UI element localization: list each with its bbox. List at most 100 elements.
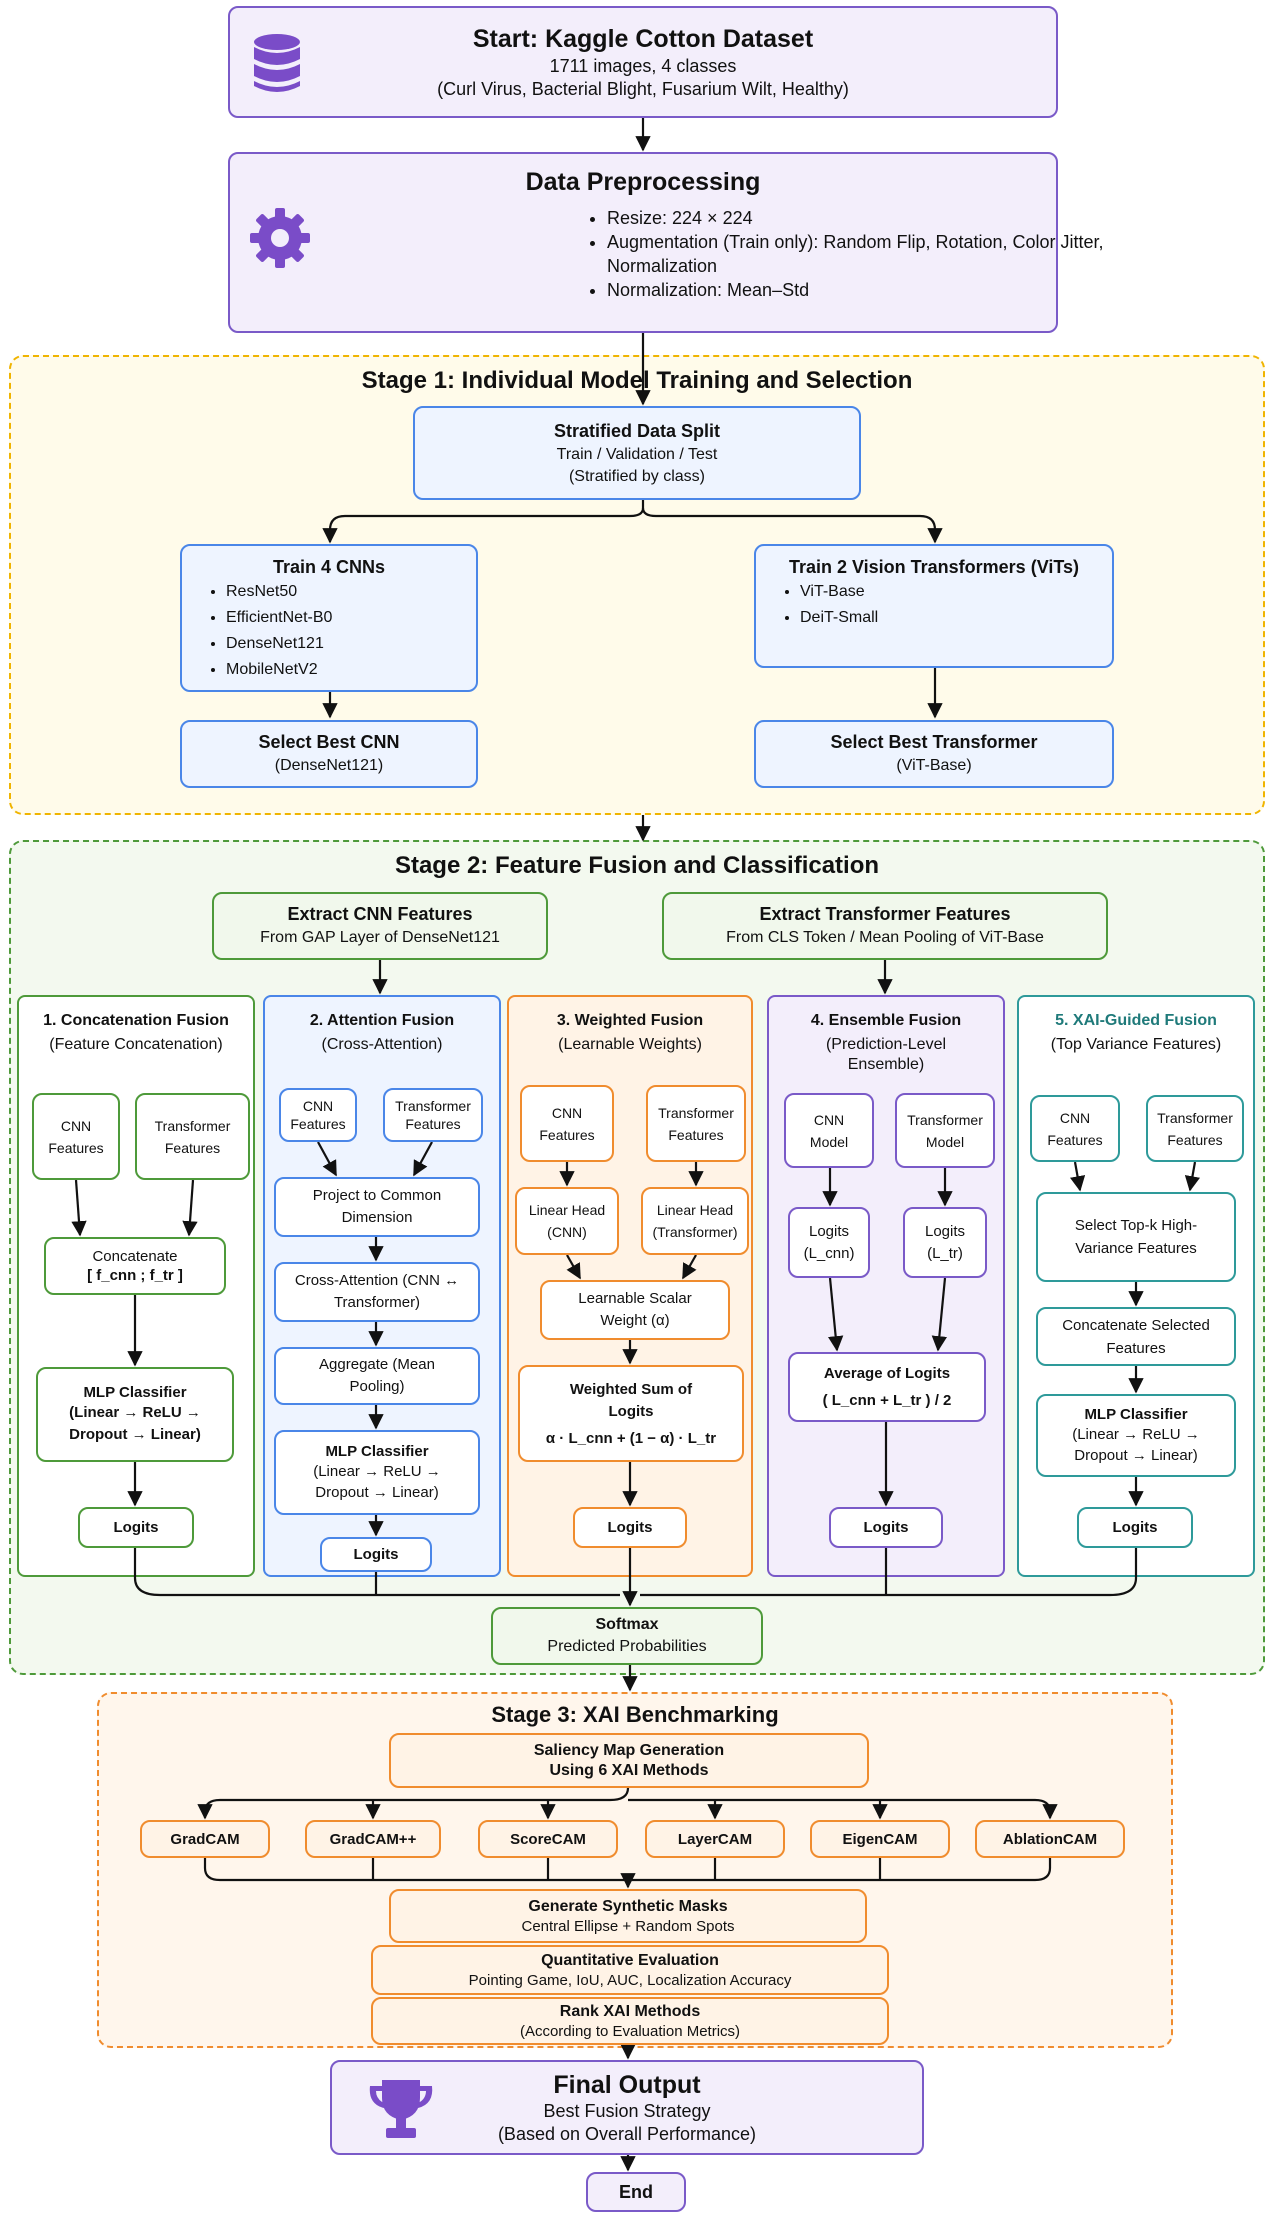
final-line1: Best Fusion Strategy	[543, 2100, 711, 2121]
method-ablationcam: AblationCAM	[975, 1820, 1125, 1858]
stage2-title: Stage 2: Feature Fusion and Classificati…	[394, 852, 880, 879]
end-label: End	[619, 2181, 653, 2202]
attn-mlp-box: MLP Classifier (Linear → ReLU → Dropout …	[274, 1430, 480, 1515]
attn-mlp-body: (Linear → ReLU → Dropout → Linear)	[313, 1463, 441, 1501]
xai-mlp-body: (Linear → ReLU → Dropout → Linear)	[1072, 1426, 1200, 1464]
saliency-box: Saliency Map Generation Using 6 XAI Meth…	[389, 1733, 869, 1788]
attn-aggregate-box: Aggregate (Mean Pooling)	[274, 1347, 480, 1405]
concat-cnn-label: CNN Features	[48, 1117, 104, 1156]
w-tr-features: Transformer Features	[646, 1085, 746, 1162]
attn-crossattn-label: Cross-Attention (CNN ↔ Transformer)	[294, 1272, 460, 1311]
w-logits: Logits	[607, 1519, 653, 1536]
saliency-sub: Using 6 XAI Methods	[549, 1761, 709, 1779]
method-gradcampp: GradCAM++	[305, 1820, 441, 1858]
cnn-model-item: EfficientNet-B0	[226, 605, 332, 631]
train-cnns-title: Train 4 CNNs	[272, 557, 386, 577]
concat-tr-features: Transformer Features	[135, 1093, 250, 1180]
final-line2: (Based on Overall Performance)	[497, 2123, 757, 2144]
w-head-cnn-box: Linear Head (CNN)	[515, 1187, 619, 1255]
attn-mlp-title: MLP Classifier	[325, 1443, 429, 1460]
weighted-fusion-subtitle: (Learnable Weights)	[558, 1036, 702, 1053]
attn-aggregate-label: Aggregate (Mean Pooling)	[319, 1356, 435, 1395]
w-cnn-features: CNN Features	[520, 1085, 614, 1162]
method-eigencam: EigenCAM	[810, 1820, 950, 1858]
ens-logits-box: Logits	[829, 1507, 943, 1548]
attn-tr-label: Transformer Features	[395, 1098, 471, 1132]
ens-tr-label: Transformer Model	[907, 1111, 983, 1150]
attn-project-label: Project to Common Dimension	[312, 1187, 442, 1226]
masks-sub: Central Ellipse + Random Spots	[521, 1917, 735, 1935]
stage1-title: Stage 1: Individual Model Training and S…	[361, 367, 913, 394]
ensemble-fusion-title: 4. Ensemble Fusion	[810, 1012, 962, 1029]
attn-tr-features: Transformer Features	[383, 1088, 483, 1142]
xai-mlp-box: MLP Classifier (Linear → ReLU → Dropout …	[1036, 1394, 1236, 1477]
attn-cnn-label: CNN Features	[290, 1098, 346, 1132]
xai-topk-box: Select Top-k High-Variance Features	[1036, 1192, 1236, 1282]
extract-cnn-sub: From GAP Layer of DenseNet121	[260, 928, 500, 946]
rank-title: Rank XAI Methods	[559, 2002, 701, 2020]
best-vit-title: Select Best Transformer	[830, 731, 1038, 752]
xai-fusion-title: 5. XAI-Guided Fusion	[1055, 1012, 1217, 1029]
ens-logit-tr-box: Logits (L_tr)	[903, 1207, 987, 1278]
concat-tr-label: Transformer Features	[154, 1117, 231, 1156]
cnn-model-item: ResNet50	[226, 579, 332, 605]
softmax-sub: Predicted Probabilities	[547, 1637, 707, 1655]
xai-fusion-subtitle: (Top Variance Features)	[1050, 1036, 1222, 1053]
xai-mlp-title: MLP Classifier	[1084, 1406, 1188, 1423]
xai-tr-label: Transformer Features	[1157, 1109, 1233, 1148]
best-vit-box: Select Best Transformer (ViT-Base)	[754, 720, 1114, 788]
trophy-icon	[369, 2080, 433, 2138]
method-gradcam: GradCAM	[140, 1820, 270, 1858]
attention-fusion-title: 2. Attention Fusion	[309, 1012, 455, 1029]
start-box: Start: Kaggle Cotton Dataset 1711 images…	[228, 6, 1058, 118]
train-vits-title: Train 2 Vision Transformers (ViTs)	[788, 557, 1080, 577]
start-line2: (Curl Virus, Bacterial Blight, Fusarium …	[437, 79, 849, 99]
ens-logits: Logits	[863, 1519, 909, 1536]
preprocessing-list: Resize: 224 × 224 Augmentation (Train on…	[585, 206, 1167, 302]
saliency-title: Saliency Map Generation	[533, 1741, 725, 1759]
xai-concat-label: Concatenate Selected Features	[1062, 1316, 1210, 1357]
ens-tr-model: Transformer Model	[895, 1093, 995, 1168]
extract-vit-title: Extract Transformer Features	[759, 903, 1011, 924]
best-cnn-sub: (DenseNet121)	[274, 756, 384, 774]
ens-average-box: Average of Logits ( L_cnn + L_tr ) / 2	[788, 1352, 986, 1422]
masks-box: Generate Synthetic Masks Central Ellipse…	[389, 1889, 867, 1943]
xai-topk-label: Select Top-k High-Variance Features	[1074, 1217, 1198, 1257]
w-head-tr-box: Linear Head (Transformer)	[641, 1187, 749, 1255]
cnn-model-item: DenseNet121	[226, 631, 332, 657]
preprocessing-item: Resize: 224 × 224	[607, 206, 1167, 230]
preprocessing-item: Normalization: Mean–Std	[607, 278, 1167, 302]
xai-logits: Logits	[1112, 1519, 1158, 1536]
concat-fusion-subtitle: (Feature Concatenation)	[49, 1036, 223, 1053]
method-label: GradCAM	[170, 1830, 240, 1848]
attn-cnn-features: CNN Features	[279, 1088, 357, 1142]
preprocessing-box: Data Preprocessing Resize: 224 × 224 Aug…	[228, 152, 1104, 333]
extract-vit-sub: From CLS Token / Mean Pooling of ViT-Bas…	[726, 928, 1044, 946]
split-line1: Train / Validation / Test	[556, 445, 718, 463]
method-label: AblationCAM	[1002, 1830, 1098, 1848]
start-line1: 1711 images, 4 classes	[549, 56, 737, 76]
softmax-title: Softmax	[595, 1615, 659, 1633]
train-vits-box: Train 2 Vision Transformers (ViTs) ViT-B…	[754, 544, 1114, 668]
quant-box: Quantitative Evaluation Pointing Game, I…	[371, 1945, 889, 1995]
ens-cnn-model: CNN Model	[784, 1093, 874, 1168]
xai-cnn-label: CNN Features	[1047, 1109, 1103, 1148]
vit-model-item: ViT-Base	[800, 579, 878, 605]
concat-logits-box: Logits	[78, 1507, 194, 1548]
w-sum-title: Weighted Sum of Logits	[569, 1381, 693, 1420]
start-title: Start: Kaggle Cotton Dataset	[472, 25, 814, 53]
method-label: ScoreCAM	[510, 1830, 586, 1848]
weighted-fusion-title: 3. Weighted Fusion	[556, 1012, 704, 1029]
best-vit-sub: (ViT-Base)	[896, 756, 972, 774]
masks-title: Generate Synthetic Masks	[528, 1897, 728, 1915]
split-title: Stratified Data Split	[553, 420, 721, 441]
w-logits-box: Logits	[573, 1507, 687, 1548]
quant-title: Quantitative Evaluation	[541, 1951, 719, 1969]
ens-logit-cnn-box: Logits (L_cnn)	[788, 1207, 870, 1278]
preprocessing-title: Data Preprocessing	[525, 168, 761, 196]
vit-model-item: DeiT-Small	[800, 605, 878, 631]
method-label: LayerCAM	[677, 1830, 753, 1848]
concat-fusion-title: 1. Concatenation Fusion	[43, 1012, 229, 1029]
attn-crossattn-box: Cross-Attention (CNN ↔ Transformer)	[274, 1262, 480, 1322]
w-scalar-box: Learnable Scalar Weight (α)	[540, 1280, 730, 1340]
